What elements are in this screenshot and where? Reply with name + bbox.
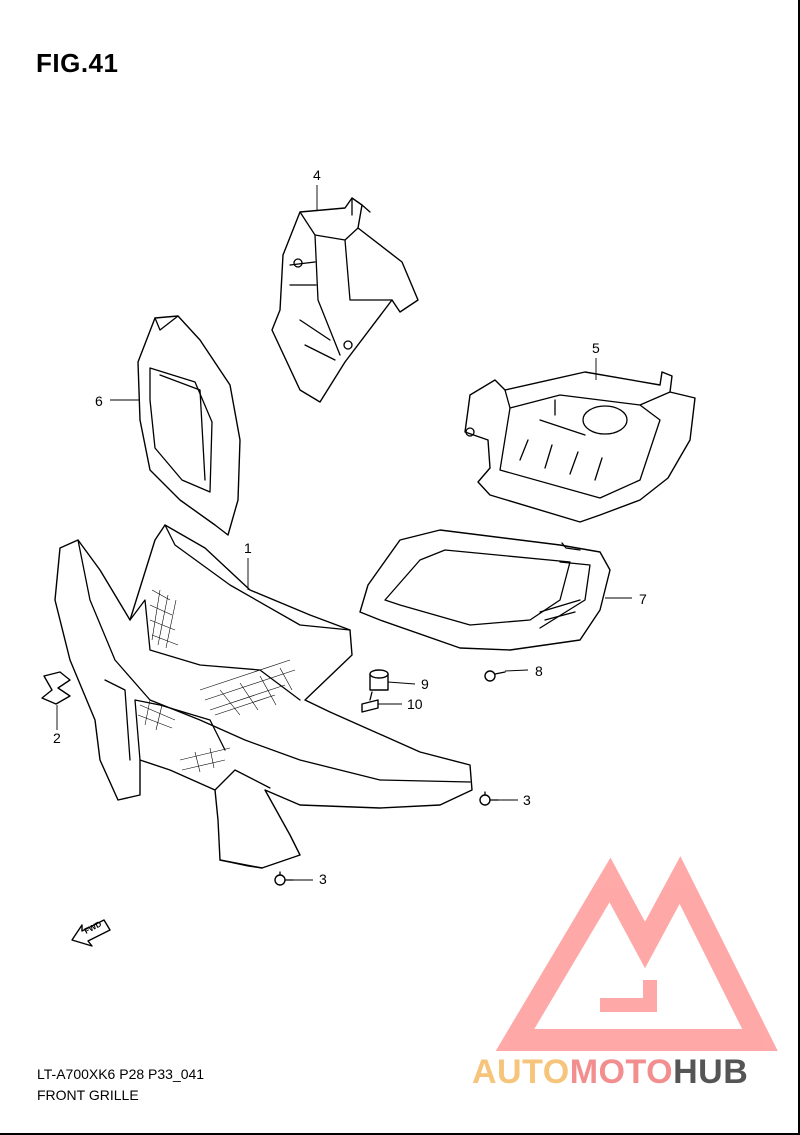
part-5-bracket xyxy=(464,371,696,523)
watermark-hub: HUB xyxy=(673,1053,749,1091)
part-8-screw xyxy=(484,670,506,682)
watermark-text: AUTOMOTOHUB xyxy=(472,1053,748,1092)
callout-3-bottom: 3 xyxy=(319,871,327,887)
part-3b-clip xyxy=(274,871,294,886)
part-10-bolt xyxy=(361,691,379,713)
callout-8: 8 xyxy=(535,663,543,679)
callout-3-right: 3 xyxy=(523,792,531,808)
part-6-frame xyxy=(137,315,241,536)
drawing-name: FRONT GRILLE xyxy=(37,1087,139,1103)
callout-9: 9 xyxy=(421,676,429,692)
fwd-arrow-icon xyxy=(71,919,111,947)
callout-6: 6 xyxy=(95,393,103,409)
callout-5: 5 xyxy=(592,340,600,356)
part-4-bracket xyxy=(271,197,419,403)
callout-1: 1 xyxy=(244,540,252,556)
part-7-bezel xyxy=(359,529,611,651)
callout-10: 10 xyxy=(407,696,423,712)
part-3a-clip xyxy=(479,791,499,806)
callout-2: 2 xyxy=(53,730,61,746)
watermark-moto: MOTO xyxy=(569,1053,674,1091)
callout-7: 7 xyxy=(639,591,647,607)
part-1-front-grille xyxy=(54,524,473,869)
part-9-grommet xyxy=(369,669,389,691)
figure-label: FIG.41 xyxy=(36,48,119,78)
drawing-code: LT-A700XK6 P28 P33_041 xyxy=(37,1066,205,1082)
leader-lines xyxy=(56,185,632,881)
part-2-emblem xyxy=(41,671,71,705)
callout-4: 4 xyxy=(313,167,321,183)
watermark-auto: AUTO xyxy=(472,1053,570,1091)
watermark-logo xyxy=(495,856,778,1051)
